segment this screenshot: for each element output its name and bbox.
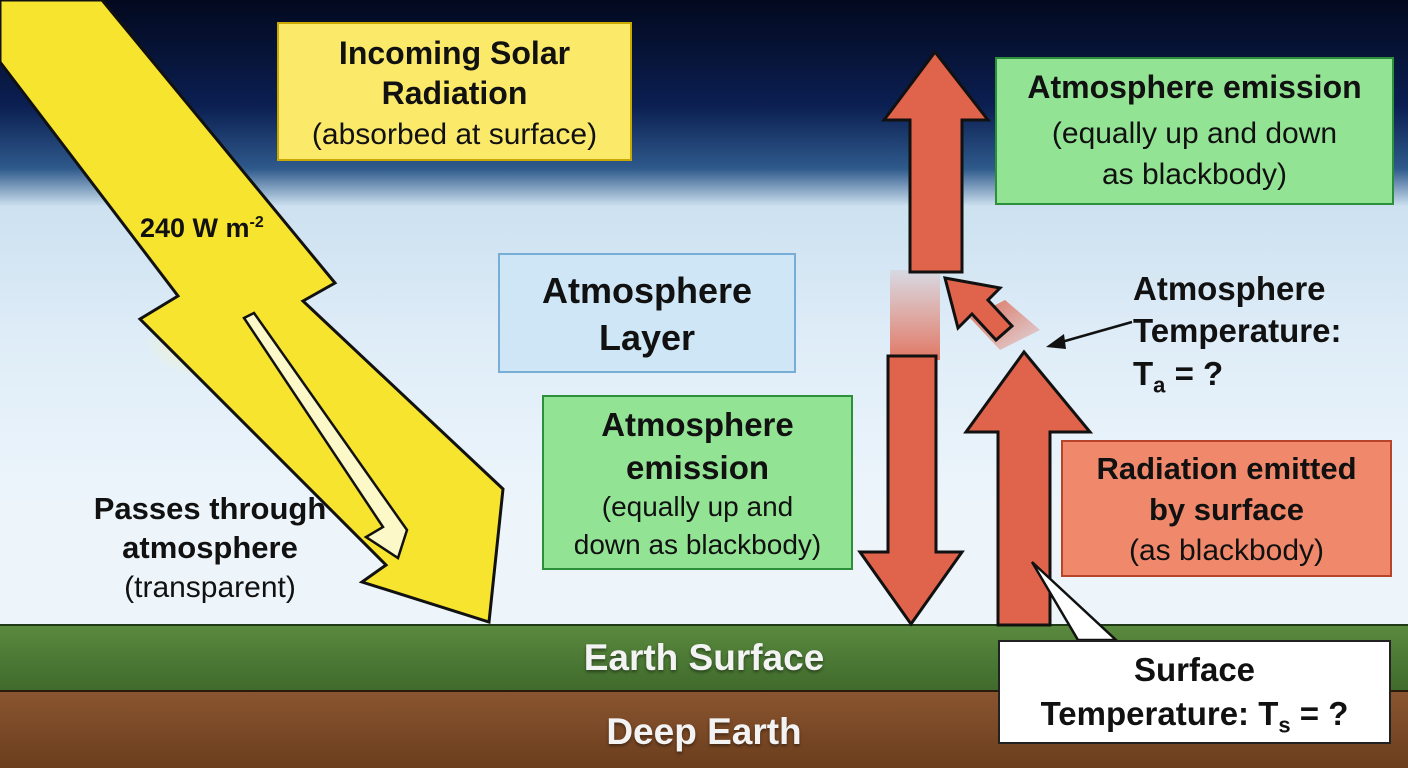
atm-emission-lower-line2: emission	[625, 449, 770, 486]
earth-surface-label: Earth Surface	[583, 637, 825, 678]
atm-temperature-pointer-head	[1046, 334, 1066, 349]
surface-temperature-suffix: = ?	[1290, 695, 1349, 732]
atm-temperature-subscript: a	[1153, 372, 1166, 398]
solar-title-line1: Incoming Solar	[338, 35, 571, 71]
atm-temperature-symbol: T	[1133, 355, 1154, 392]
solar-subtitle: (absorbed at surface)	[311, 118, 598, 151]
atm-emission-lower-line1: Atmosphere	[601, 406, 794, 443]
atmosphere-emission-up-arrow	[881, 49, 992, 274]
atm-emission-lower-line3: (equally up and	[601, 491, 794, 522]
atmosphere-emission-down-arrow	[857, 354, 965, 627]
atm-arrow-fade-connector	[890, 270, 940, 360]
surface-radiation-arrow	[963, 349, 1094, 627]
surface-temperature-line1: Surface	[1133, 651, 1256, 688]
atm-temperature-pointer	[1057, 320, 1133, 345]
atmosphere-layer-line1: Atmosphere	[541, 270, 753, 311]
atm-temperature-line2: Temperature:	[1133, 312, 1342, 349]
atm-temperature-line1: Atmosphere	[1133, 270, 1326, 307]
solar-radiation-box: Incoming Solar Radiation (absorbed at su…	[277, 22, 632, 161]
solar-title-line2: Radiation	[381, 75, 528, 111]
deep-earth-label: Deep Earth	[606, 711, 802, 752]
atm-emission-upper-line1: Atmosphere emission	[1027, 69, 1362, 105]
atm-emission-lower-box: Atmosphere emission (equally up and down…	[542, 395, 853, 570]
atm-temperature-suffix: = ?	[1165, 355, 1224, 392]
surface-radiation-line3: (as blackbody)	[1128, 534, 1325, 567]
pass-through-line1: Passes through	[93, 491, 327, 526]
atm-temperature-line3: Ta = ?	[1133, 355, 1223, 399]
atmosphere-layer-box: Atmosphere Layer	[498, 253, 796, 373]
solar-radiation-arrow	[0, 0, 505, 624]
surface-temperature-box: Surface Temperature: Ts = ?	[998, 640, 1391, 744]
atm-emission-upper-line2: (equally up and down	[1051, 117, 1338, 150]
pass-through-line3: (transparent)	[124, 571, 296, 604]
surface-temperature-prefix: Temperature: T	[1040, 695, 1279, 732]
solar-flux-label: 240 W m-2	[140, 213, 264, 245]
surface-radiation-box: Radiation emitted by surface (as blackbo…	[1061, 440, 1392, 577]
surface-radiation-line1: Radiation emitted	[1096, 451, 1357, 486]
surface-temperature-line2: Temperature: Ts = ?	[1000, 695, 1389, 739]
pass-through-line2: atmosphere	[122, 530, 298, 565]
surface-radiation-absorbed-arrow	[942, 276, 1015, 343]
atm-emission-upper-line3: as blackbody)	[1101, 158, 1288, 191]
surface-radiation-line2: by surface	[1148, 492, 1305, 527]
solar-arrow-highlight	[242, 311, 409, 560]
atmosphere-layer-line2: Layer	[598, 317, 696, 358]
atm-emission-lower-line4: down as blackbody)	[573, 529, 822, 560]
solar-flux-exponent: -2	[249, 214, 264, 231]
solar-flux-value: 240 W m	[140, 213, 250, 243]
atm-emission-upper-box: Atmosphere emission (equally up and down…	[995, 57, 1394, 205]
surface-temperature-subscript: s	[1278, 712, 1291, 738]
